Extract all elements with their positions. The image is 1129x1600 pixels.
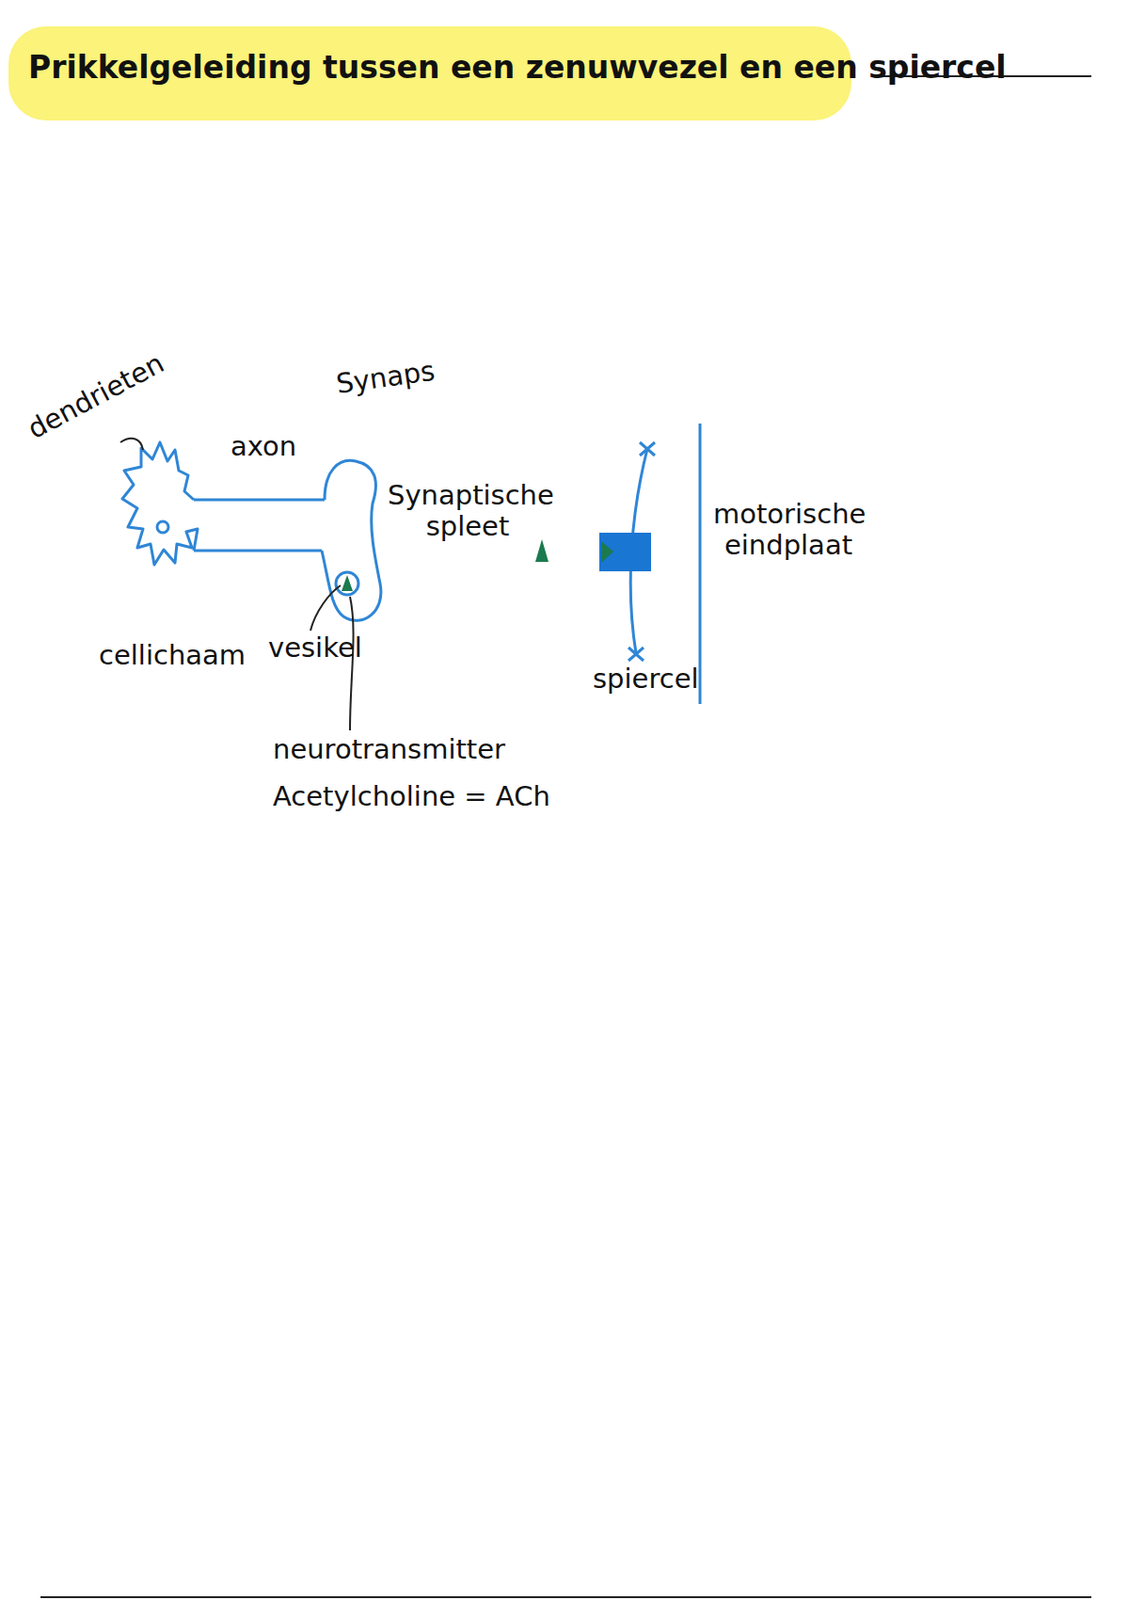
part-label: spiercel	[592, 663, 700, 695]
leader-line	[120, 438, 144, 450]
divider-line	[699, 423, 702, 704]
part-label: Acetylcholine = ACh	[272, 780, 551, 812]
cell-body	[122, 442, 198, 565]
cut-mark	[628, 647, 644, 661]
part-label: Synaps	[333, 355, 437, 401]
leader-line	[310, 585, 341, 631]
part-label: motorische eindplaat	[713, 498, 864, 562]
part-label: neurotransmitter	[272, 733, 506, 765]
nucleus	[157, 521, 169, 533]
bound-neurotransmitter	[601, 540, 614, 563]
part-label: vesikel	[268, 632, 363, 664]
receptor	[599, 532, 652, 572]
part-label: dendrieten	[22, 348, 170, 446]
synapse-terminal	[321, 460, 382, 621]
part-label: cellichaam	[98, 639, 246, 671]
neurotransmitter-molecule	[341, 574, 353, 591]
axon	[193, 498, 325, 502]
part-label: axon	[230, 430, 297, 462]
vesicle	[335, 572, 359, 595]
title: Prikkelgeleiding tussen een zenuwvezel e…	[28, 48, 1007, 86]
rule-line	[40, 1595, 1092, 1598]
cut-mark	[639, 442, 655, 456]
neurotransmitter-molecule	[535, 539, 549, 562]
axon	[193, 549, 322, 553]
part-label: Synaptische spleet	[387, 479, 548, 543]
